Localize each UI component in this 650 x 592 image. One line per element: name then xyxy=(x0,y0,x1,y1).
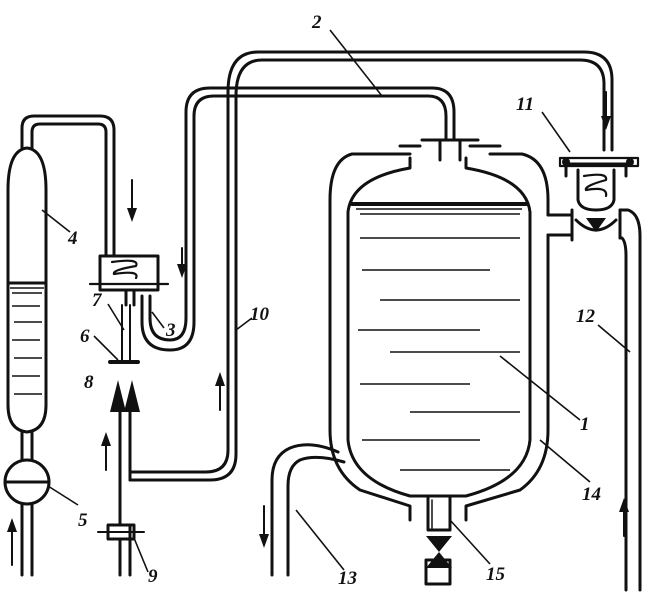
label-4: 4 xyxy=(67,228,78,249)
label-5: 5 xyxy=(78,510,88,531)
flow-arrow-down-11 xyxy=(601,91,611,130)
pipe-12 xyxy=(618,208,642,592)
column-4 xyxy=(6,114,116,462)
vessel-1 xyxy=(346,138,532,498)
outlet-15 xyxy=(424,494,452,586)
label-3: 3 xyxy=(165,320,176,341)
label-1: 1 xyxy=(580,414,590,435)
label-13: 13 xyxy=(338,568,357,589)
small-vessel-3 xyxy=(88,86,456,352)
label-14: 14 xyxy=(582,484,601,505)
valve-11 xyxy=(546,156,640,242)
flow-arrow-down-13 xyxy=(259,505,269,548)
plate-6 xyxy=(108,304,140,364)
leader-lines xyxy=(41,29,631,573)
label-6: 6 xyxy=(80,326,90,347)
flow-arrow-down-3 xyxy=(127,179,137,222)
jacket-14 xyxy=(270,152,568,577)
label-15: 15 xyxy=(486,564,506,585)
valve-9 xyxy=(97,523,145,577)
flow-arrow-down-pipe xyxy=(177,247,187,278)
burner-8 xyxy=(110,50,614,527)
label-12: 12 xyxy=(576,306,596,327)
flow-arrow-up-10 xyxy=(215,372,225,411)
flow-arrow-up-12 xyxy=(619,498,629,537)
label-2: 2 xyxy=(311,12,322,33)
label-9: 9 xyxy=(148,566,158,587)
label-11: 11 xyxy=(516,94,534,115)
label-8: 8 xyxy=(84,372,94,393)
flow-arrow-up-8 xyxy=(101,432,111,471)
bulb-5 xyxy=(3,458,51,577)
label-10: 10 xyxy=(250,304,270,325)
flow-arrow-up-left xyxy=(7,518,17,566)
label-7: 7 xyxy=(92,290,103,311)
